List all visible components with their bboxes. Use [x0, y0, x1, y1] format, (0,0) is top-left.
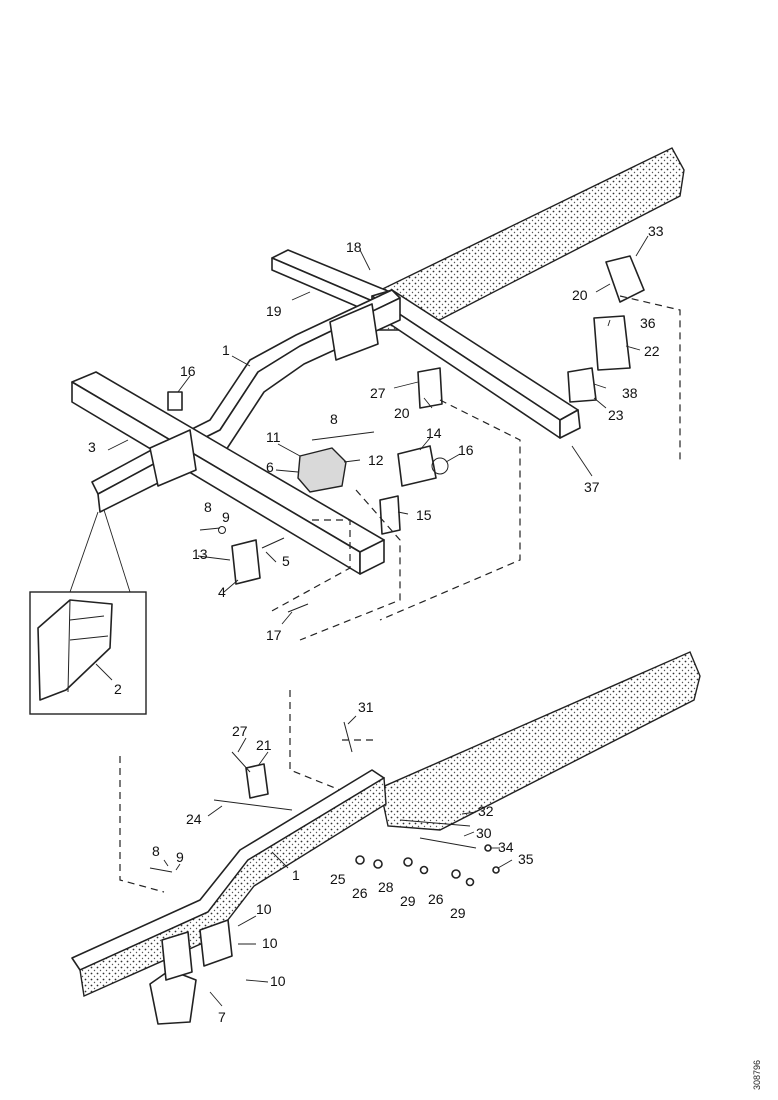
callout-5: 5: [282, 553, 290, 569]
bracket-plate-right: [199, 919, 233, 967]
lower-side-rail: [379, 651, 701, 831]
callout-lower-10-a: 10: [256, 901, 272, 917]
align-line-3: [619, 295, 681, 460]
bracket-20-mid: [417, 367, 443, 409]
callout-8: 8: [330, 411, 338, 427]
upper-leader-lines: [107, 235, 649, 625]
callout-15: 15: [416, 507, 432, 523]
callout-lower-31: 31: [358, 699, 374, 715]
callout-8-left: 8: [204, 499, 212, 515]
lower-callouts: 1 7 8 9 10 10 10 21 24 25 26 26 27 28 29…: [152, 699, 534, 1025]
bolt-17: [287, 603, 309, 613]
callout-lower-27: 27: [232, 723, 248, 739]
callout-lower-29-b: 29: [450, 905, 466, 921]
callout-lower-8: 8: [152, 843, 160, 859]
callout-19: 19: [266, 303, 282, 319]
bolt-5: [261, 537, 285, 549]
align-line-5: [119, 756, 165, 893]
drawing-code: 308796: [752, 1060, 762, 1090]
callout-lower-9: 9: [176, 849, 184, 865]
callout-lower-25: 25: [330, 871, 346, 887]
callout-18: 18: [346, 239, 362, 255]
callout-33: 33: [648, 223, 664, 239]
callout-4: 4: [218, 584, 226, 600]
callout-2: 2: [114, 681, 122, 697]
callout-20-mid: 20: [394, 405, 410, 421]
inset-pointer-b: [103, 509, 131, 593]
callout-22: 22: [644, 343, 660, 359]
callout-17: 17: [266, 627, 282, 643]
frame-rail-1-lower-web: [79, 776, 387, 998]
lower-leader-lines: [163, 715, 513, 1007]
align-line-6: [289, 690, 341, 791]
callout-lower-26-b: 26: [428, 891, 444, 907]
callout-lower-10-c: 10: [270, 973, 286, 989]
bracket-23: [567, 367, 597, 403]
inset-leader-2: [95, 663, 113, 681]
callout-lower-24: 24: [186, 811, 202, 827]
bracket-plate: [161, 931, 193, 981]
gusset-rear: [329, 303, 379, 361]
bracket-22: [593, 315, 631, 371]
callout-lower-21: 21: [256, 737, 272, 753]
callout-lower-29-a: 29: [400, 893, 416, 909]
callout-13: 13: [192, 546, 208, 562]
callout-9: 9: [222, 509, 230, 525]
callout-14: 14: [426, 425, 442, 441]
bolt-8: [199, 527, 221, 531]
callout-37: 37: [584, 479, 600, 495]
callout-lower-35: 35: [518, 851, 534, 867]
washer-9: [218, 526, 226, 534]
bracket-20-top: [605, 255, 645, 303]
callout-11: 11: [266, 429, 281, 445]
bolt-27-lower: [231, 751, 251, 773]
diagonal-crossmember: [371, 289, 579, 421]
callout-27: 27: [370, 385, 386, 401]
gusset-front: [149, 429, 197, 487]
callout-16-right: 16: [458, 442, 474, 458]
bracket-2-detail-inner: [67, 599, 109, 693]
callout-lower-30: 30: [476, 825, 492, 841]
mount-block-6: [297, 447, 347, 493]
bracket-21: [245, 763, 269, 799]
crossmember-3-end: [359, 539, 385, 575]
callout-1: 1: [222, 342, 230, 358]
align-line-1: [269, 519, 351, 613]
callout-16-left: 16: [180, 363, 196, 379]
callout-lower-10-b: 10: [262, 935, 278, 951]
bracket-18: [167, 391, 183, 411]
diagonal-crossmember-end: [559, 409, 581, 439]
callout-23: 23: [608, 407, 624, 423]
bracket-14: [397, 445, 437, 487]
callout-lower-26-a: 26: [352, 885, 368, 901]
callout-20-top: 20: [572, 287, 588, 303]
upper-assembly: [29, 147, 685, 715]
lower-assembly: [71, 651, 701, 1025]
fastener-row: [355, 819, 500, 887]
inset-pointer-a: [69, 511, 99, 593]
callout-lower-34: 34: [498, 839, 514, 855]
bracket-4: [231, 539, 261, 585]
callout-6: 6: [266, 459, 274, 475]
align-line-4: [379, 399, 521, 621]
callout-lower-7: 7: [218, 1009, 226, 1025]
callout-36-right: 36: [640, 315, 656, 331]
align-line-2: [299, 489, 401, 641]
callout-3: 3: [88, 439, 96, 455]
callout-lower-1: 1: [292, 867, 300, 883]
bush-15: [379, 495, 401, 535]
bolt-31: [343, 721, 353, 753]
rod-24: [213, 799, 293, 811]
bush-16: [431, 457, 449, 475]
bolt-11: [311, 431, 375, 441]
callout-12: 12: [368, 452, 384, 468]
callout-lower-32: 32: [478, 803, 494, 819]
callout-38: 38: [622, 385, 638, 401]
bolt-8-lower: [149, 867, 173, 873]
callout-lower-28: 28: [378, 879, 394, 895]
upper-callouts: 1 2 3 4 5 6 8 8 9 11 12 13 14 15 16 16 1…: [88, 223, 664, 697]
